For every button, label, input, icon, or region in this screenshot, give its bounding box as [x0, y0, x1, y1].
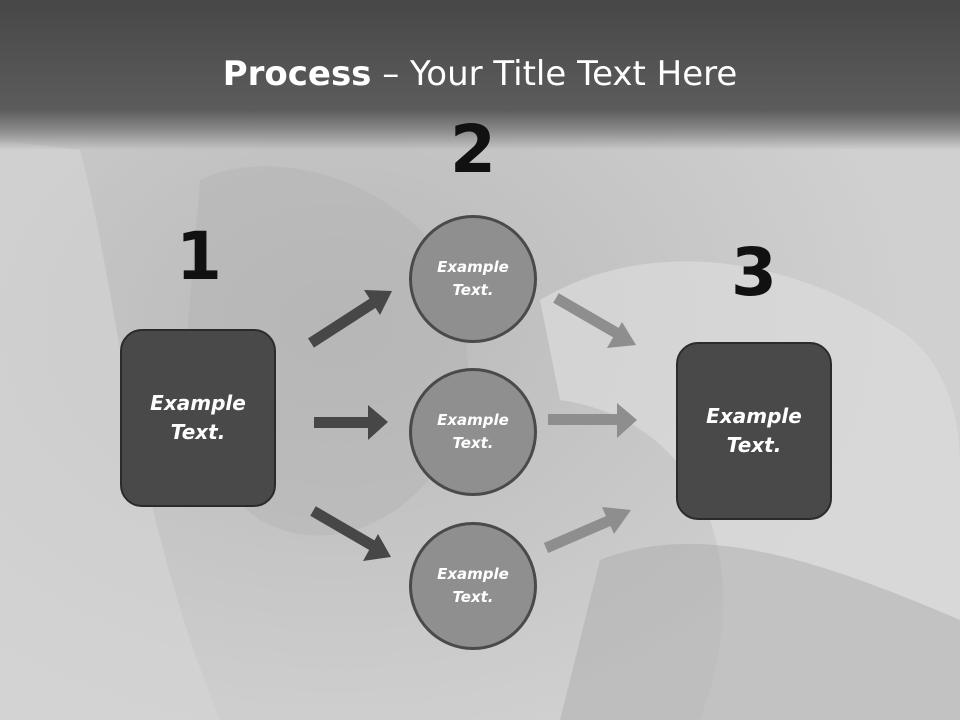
- process-circle-top: Example Text.: [409, 215, 537, 343]
- step-number-1: 1: [176, 218, 222, 295]
- step-number-2: 2: [450, 111, 496, 188]
- end-box: Example Text.: [676, 342, 832, 520]
- step-number-3: 3: [731, 234, 777, 311]
- start-box: Example Text.: [120, 329, 276, 507]
- slide-title: Process – Your Title Text Here: [0, 52, 960, 96]
- title-rest: – Your Title Text Here: [371, 54, 738, 94]
- title-band: [0, 0, 960, 150]
- title-bold: Process: [222, 54, 372, 94]
- process-circle-bottom: Example Text.: [409, 522, 537, 650]
- process-circle-middle: Example Text.: [409, 368, 537, 496]
